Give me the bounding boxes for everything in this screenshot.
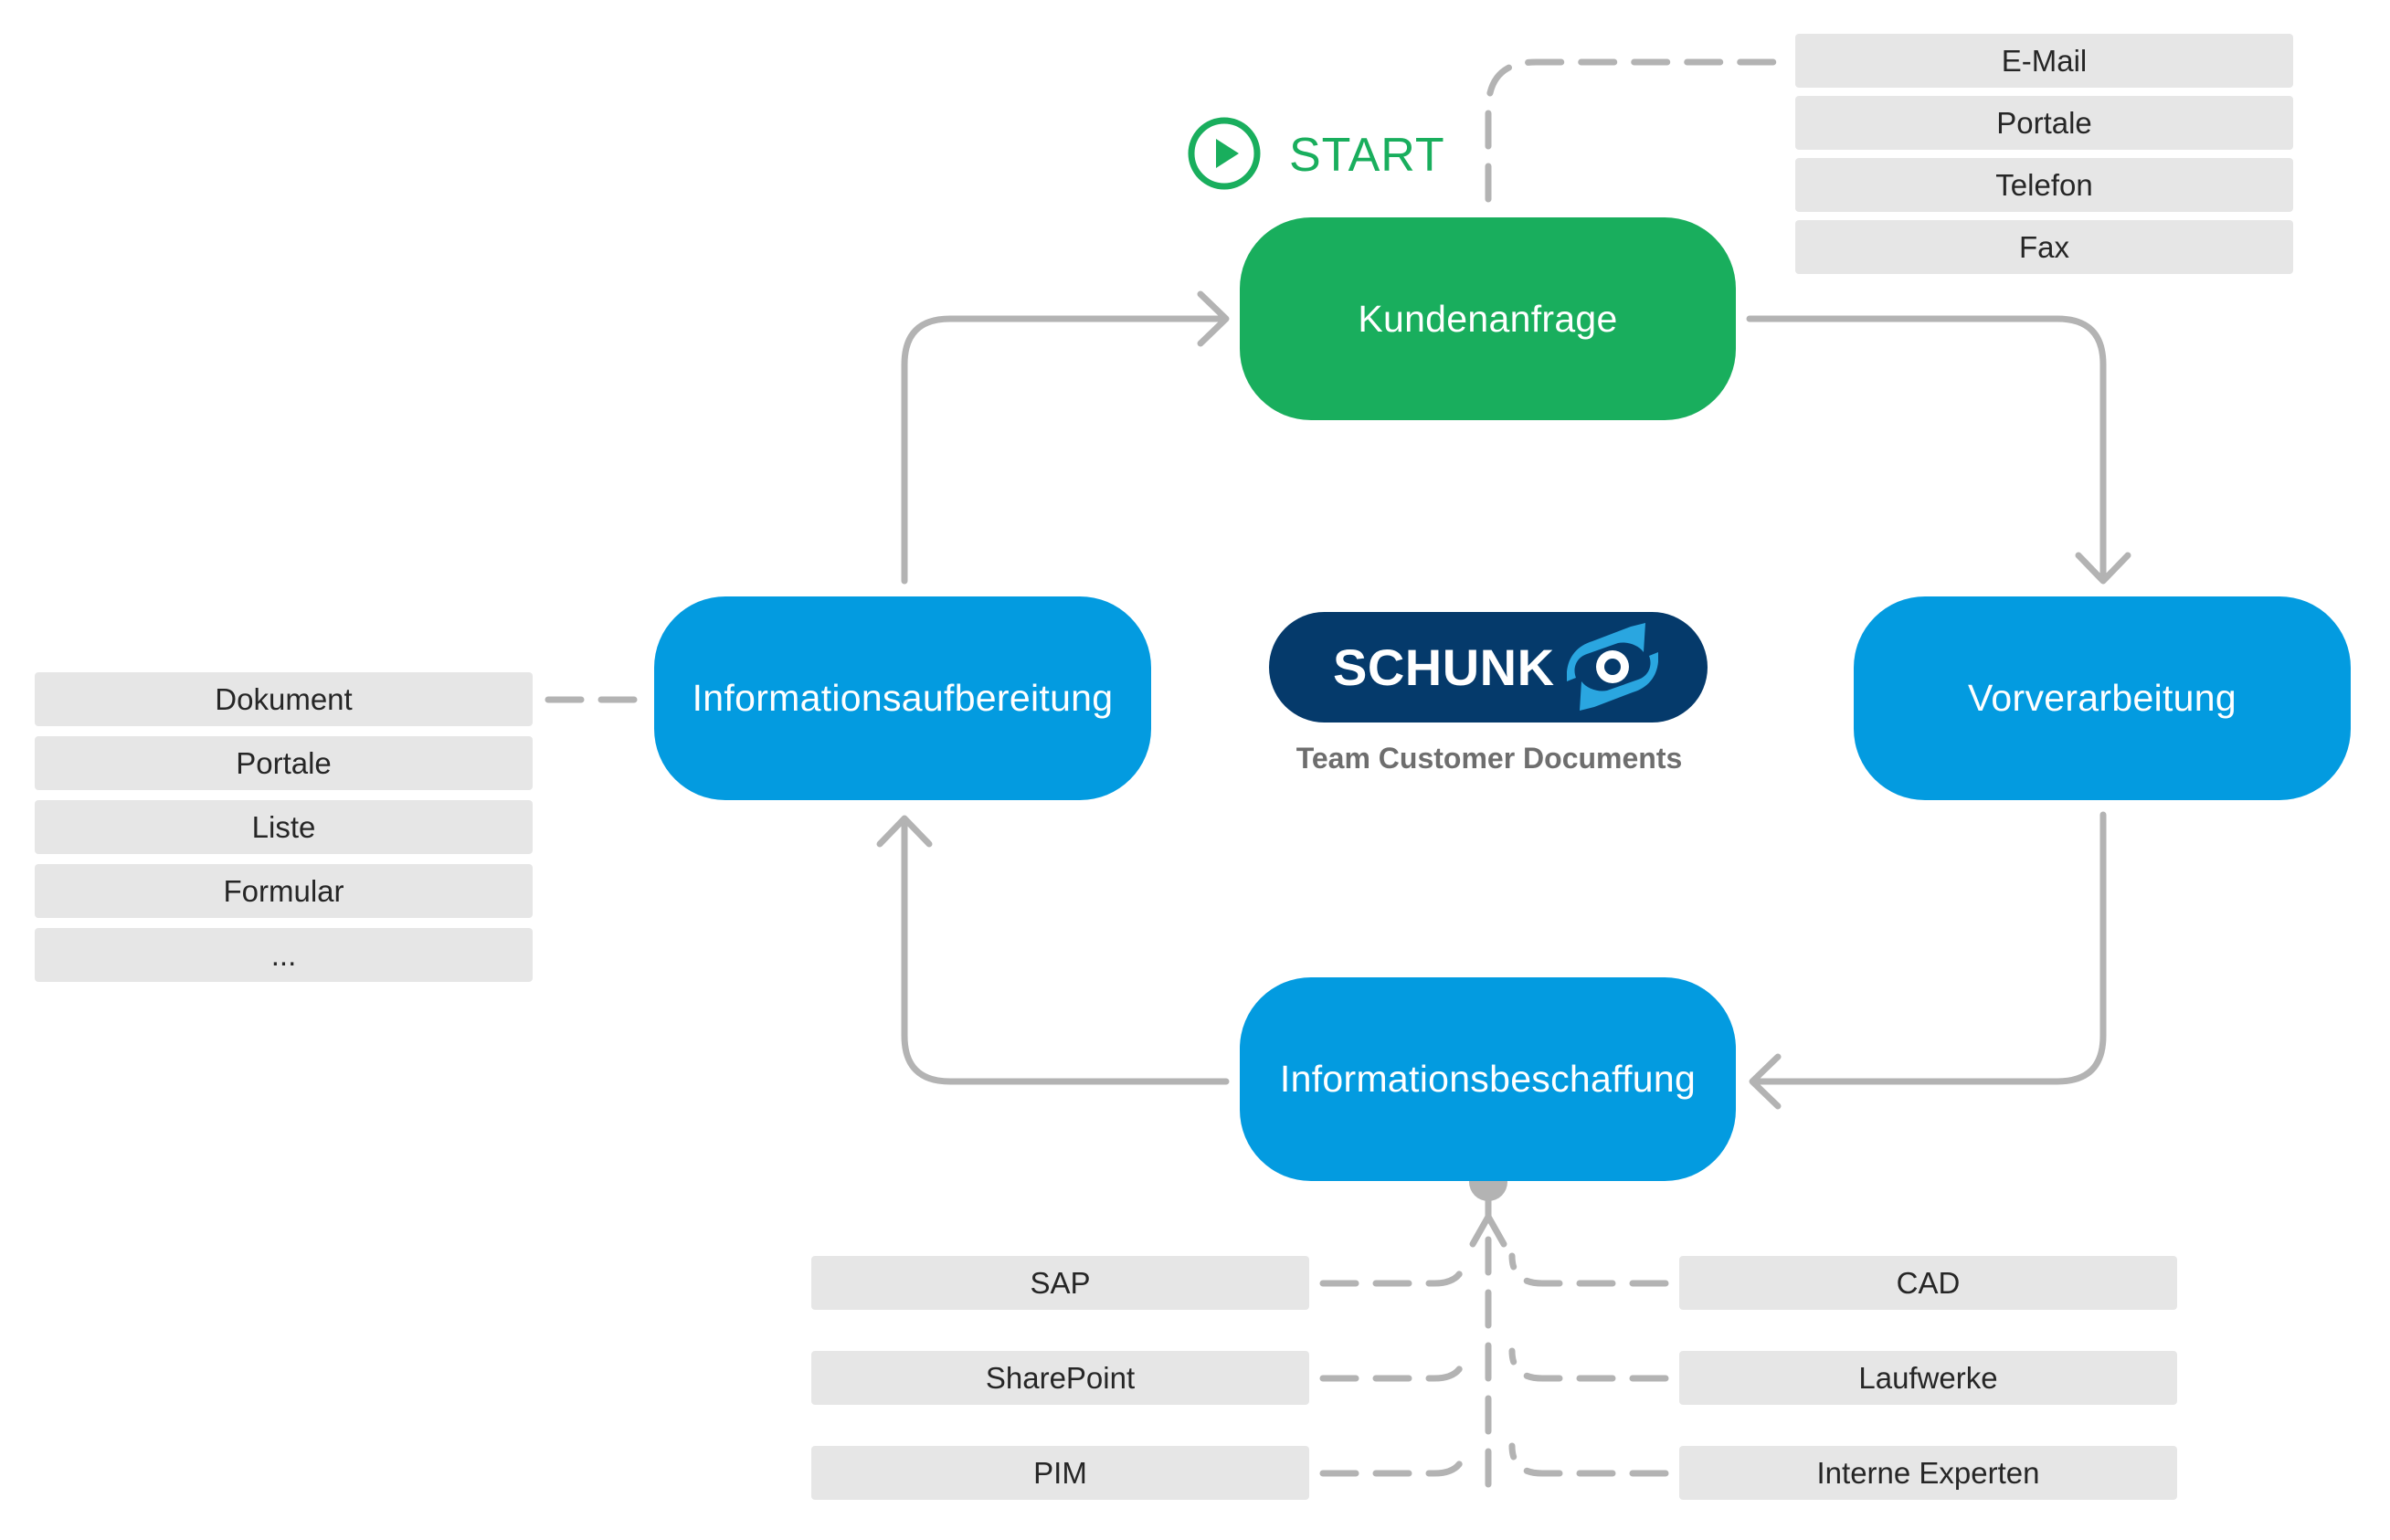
channel-tag: Fax — [1795, 220, 2293, 274]
node-kundenanfrage-label: Kundenanfrage — [1358, 297, 1618, 340]
source-tag-right: Laufwerke — [1679, 1351, 2177, 1405]
dashed-link-sap — [1319, 1252, 1468, 1287]
output-tag: Formular — [35, 864, 533, 918]
start-label: START — [1289, 129, 1445, 182]
node-kundenanfrage[interactable]: Kundenanfrage — [1240, 217, 1736, 420]
output-tag: Liste — [35, 800, 533, 854]
node-informationsaufbereitung[interactable]: Informationsaufbereitung — [654, 596, 1151, 800]
node-informationsbeschaffung-label: Informationsbeschaffung — [1279, 1058, 1697, 1100]
schunk-logo: SCHUNK — [1269, 612, 1708, 723]
output-tag: Portale — [35, 736, 533, 790]
output-tag: ... — [35, 928, 533, 982]
channel-tag: Telefon — [1795, 158, 2293, 212]
arrow-aufbereitung-to-kundenanfrage — [901, 315, 1226, 585]
arrow-head-down — [2075, 552, 2131, 585]
channel-tag: E-Mail — [1795, 34, 2293, 88]
node-vorverarbeitung-label: Vorverarbeitung — [1968, 677, 2237, 719]
arrow-head-left — [1749, 1053, 1782, 1110]
node-informationsbeschaffung[interactable]: Informationsbeschaffung — [1240, 977, 1736, 1181]
arrow-vorverarbeitung-to-beschaffung — [1752, 811, 2107, 1085]
source-tag-right: CAD — [1679, 1256, 2177, 1310]
node-informationsaufbereitung-label: Informationsaufbereitung — [692, 677, 1114, 719]
arrow-beschaffung-to-aufbereitung — [901, 818, 1230, 1085]
arrow-head-up — [876, 815, 933, 848]
arrow-kundenanfrage-to-vorverarbeitung — [1746, 315, 2107, 581]
dashed-link-pim — [1319, 1442, 1468, 1477]
source-tag-left: SAP — [811, 1256, 1309, 1310]
node-vorverarbeitung[interactable]: Vorverarbeitung — [1854, 596, 2351, 800]
play-icon — [1188, 117, 1261, 190]
dashed-link-sharepoint — [1319, 1347, 1468, 1382]
source-tag-left: PIM — [811, 1446, 1309, 1500]
schunk-mark-icon — [1567, 623, 1658, 711]
dashed-link-channels — [1485, 58, 1785, 203]
output-tag: Dokument — [35, 672, 533, 726]
arrow-head-sources-up — [1469, 1213, 1507, 1248]
arrow-head-right — [1197, 290, 1230, 347]
source-tag-left: SharePoint — [811, 1351, 1309, 1405]
channel-tag: Portale — [1795, 96, 2293, 150]
dashed-link-cad — [1508, 1252, 1669, 1287]
logo-wordmark: SCHUNK — [1333, 638, 1555, 696]
dashed-link-laufwerke — [1508, 1347, 1669, 1382]
dashed-link-interne-experten — [1508, 1442, 1669, 1477]
team-caption: Team Customer Documents — [1295, 742, 1683, 775]
source-tag-right: Interne Experten — [1679, 1446, 2177, 1500]
